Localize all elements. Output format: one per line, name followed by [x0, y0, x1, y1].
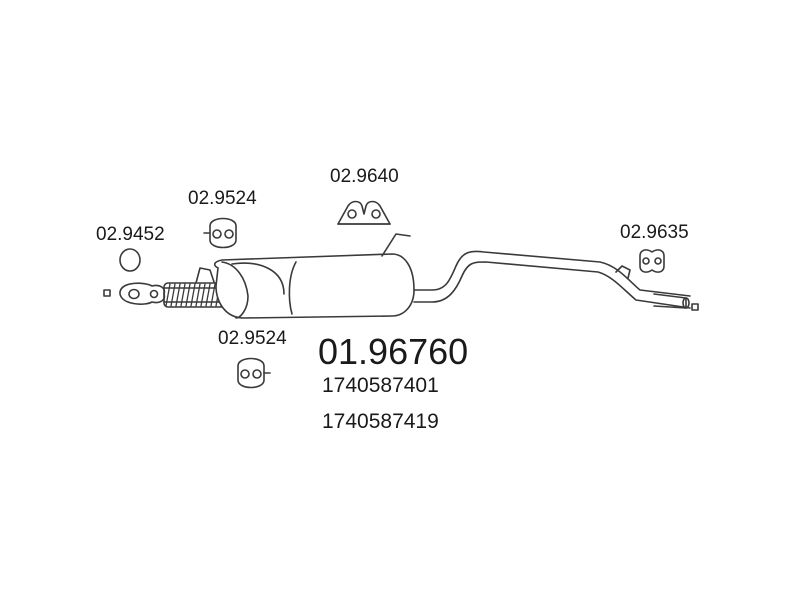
oem-number-2: 1740587419 [322, 410, 439, 433]
muffler-body [213, 253, 415, 319]
muffler-hanger-bracket-left [195, 267, 215, 284]
label-gasket: 02.9452 [96, 224, 165, 245]
label-hanger-center: 02.9640 [330, 166, 399, 187]
right-end-marker [691, 303, 699, 311]
label-hanger-bottom-left: 02.9524 [218, 328, 287, 349]
oem-number-1: 1740587401 [322, 374, 439, 397]
center-hanger-rod [381, 233, 411, 257]
label-hanger-right: 02.9635 [620, 222, 689, 243]
rubber-hanger-right-icon [639, 249, 665, 273]
tail-pipe-bracket [615, 265, 631, 279]
rubber-hanger-bottom-left-icon [237, 357, 271, 389]
tailpipe-tip [653, 293, 690, 309]
gasket-ring [119, 248, 141, 272]
outlet-pipe [413, 250, 691, 309]
label-hanger-top-left: 02.9524 [188, 188, 257, 209]
main-part-number: 01.96760 [318, 331, 468, 372]
left-end-marker [103, 289, 111, 297]
rubber-hanger-top-left-icon [203, 217, 237, 249]
inlet-flange [119, 282, 166, 305]
rubber-hanger-center-icon [337, 200, 391, 225]
